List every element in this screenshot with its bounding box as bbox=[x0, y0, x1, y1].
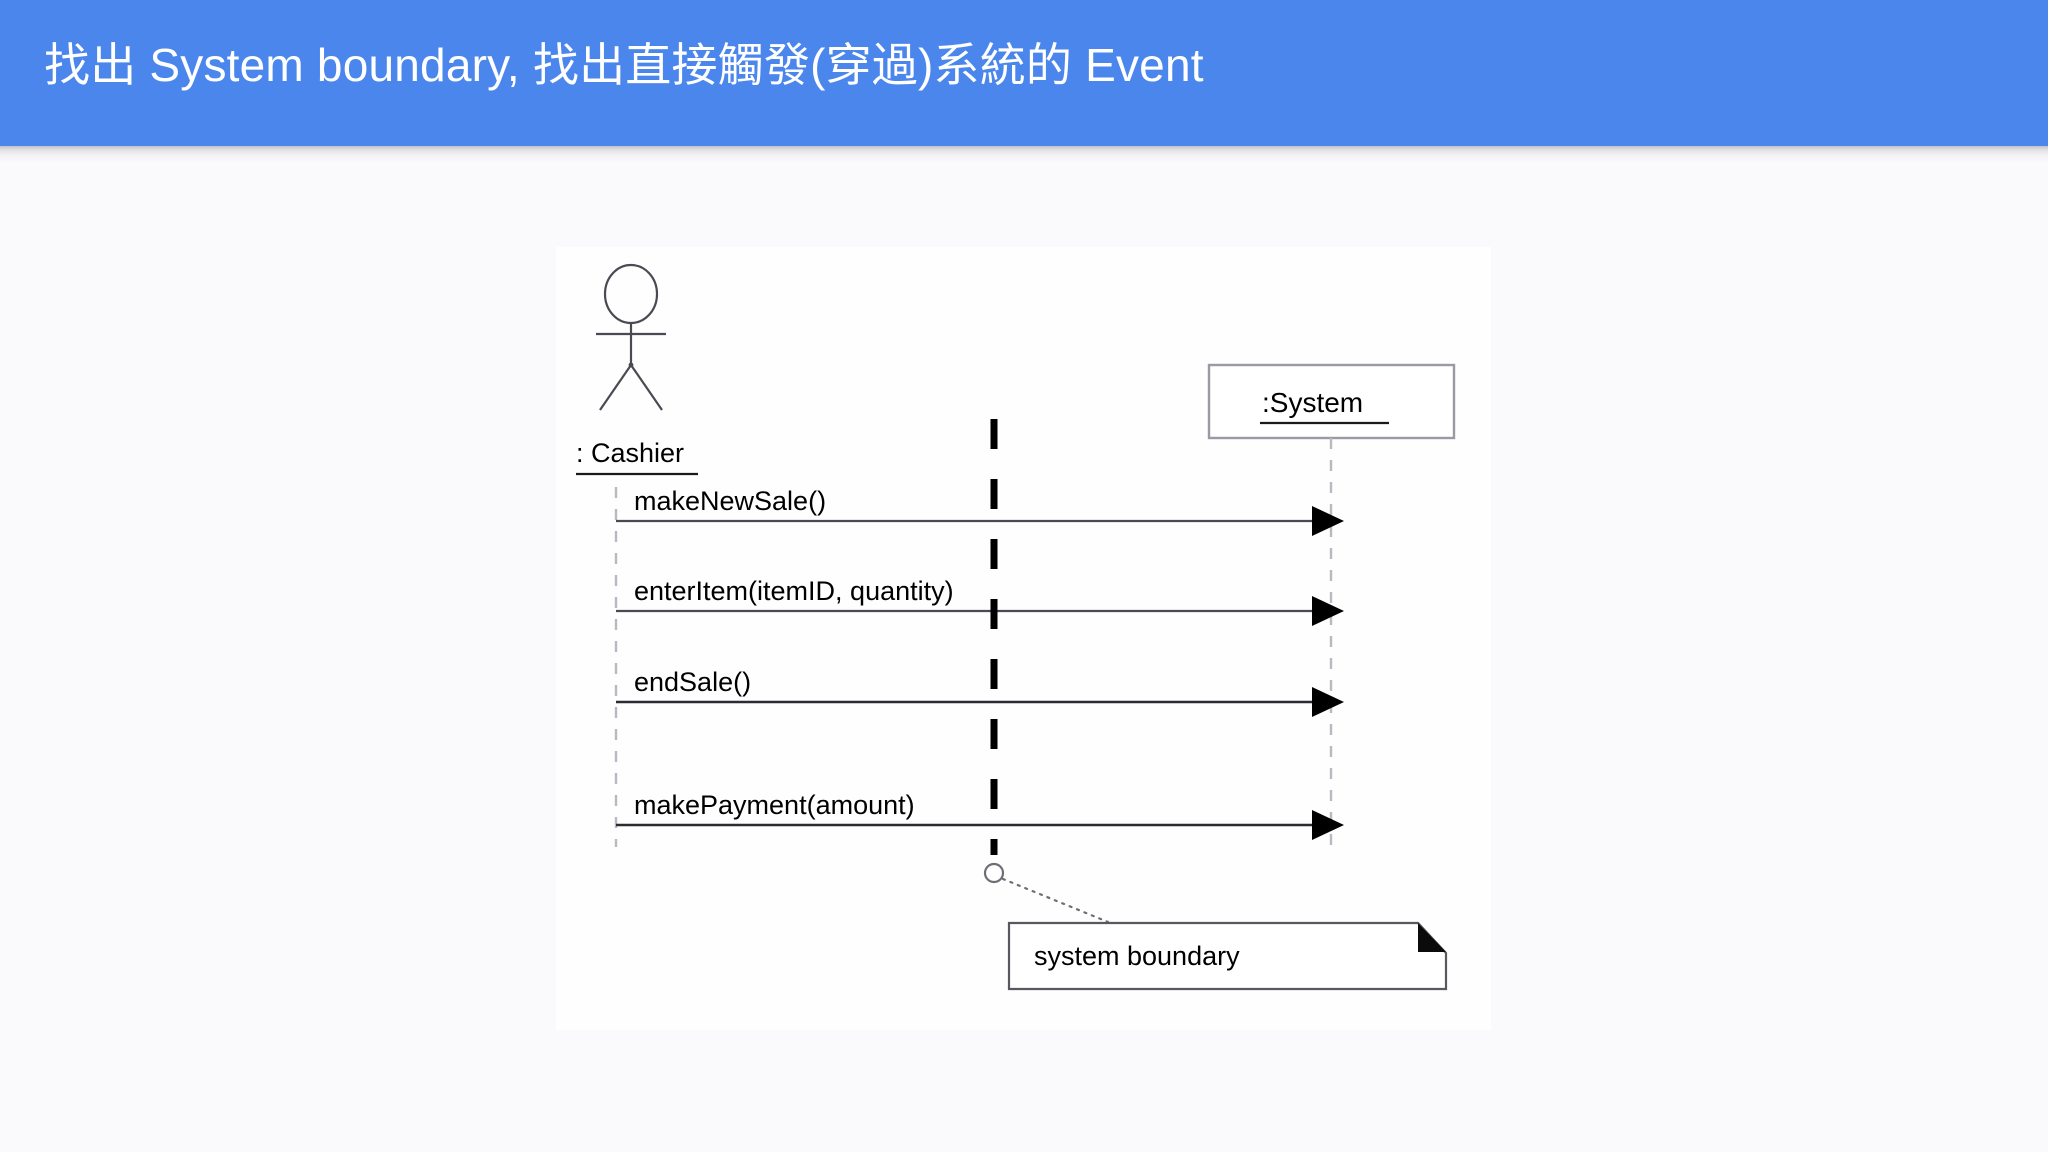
header-drop-shadow bbox=[0, 146, 2048, 162]
message-2-arrowhead bbox=[1312, 596, 1344, 626]
system-boundary-note: system boundary bbox=[1007, 921, 1448, 991]
message-3-label: endSale() bbox=[634, 667, 751, 697]
actor-label: : Cashier bbox=[576, 438, 684, 468]
message-4-arrowhead bbox=[1312, 810, 1344, 840]
slide-header-bar: 找出 System boundary, 找出直接觸發(穿過)系統的 Event bbox=[0, 0, 2048, 146]
sequence-diagram-svg: : Cashier :System makeNewSale() enterIte… bbox=[576, 263, 1456, 991]
system-object-box bbox=[1207, 363, 1456, 440]
system-boundary-note-label: system boundary bbox=[1034, 941, 1240, 971]
message-3-arrowhead bbox=[1312, 687, 1344, 717]
message-1-makenewsale: makeNewSale() bbox=[616, 486, 1344, 536]
actor-stick-figure-icon bbox=[596, 263, 666, 411]
system-boundary-anchor-circle bbox=[983, 862, 1005, 884]
message-1-label: makeNewSale() bbox=[634, 486, 826, 516]
system-label: :System bbox=[1262, 387, 1363, 418]
page-title: 找出 System boundary, 找出直接觸發(穿過)系統的 Event bbox=[44, 39, 1204, 91]
system-boundary-note-box bbox=[1007, 921, 1448, 991]
note-folded-corner-icon bbox=[1418, 923, 1446, 952]
message-4-label: makePayment(amount) bbox=[634, 790, 915, 820]
sequence-diagram-panel: : Cashier :System makeNewSale() enterIte… bbox=[556, 247, 1491, 1030]
message-2-label: enterItem(itemID, quantity) bbox=[634, 576, 954, 606]
system-boundary-leader-line bbox=[1001, 877, 1110, 924]
message-4-makepayment: makePayment(amount) bbox=[616, 790, 1344, 840]
message-3-endsale: endSale() bbox=[616, 667, 1344, 717]
message-2-enteritem: enterItem(itemID, quantity) bbox=[616, 576, 1344, 626]
message-1-arrowhead bbox=[1312, 506, 1344, 536]
